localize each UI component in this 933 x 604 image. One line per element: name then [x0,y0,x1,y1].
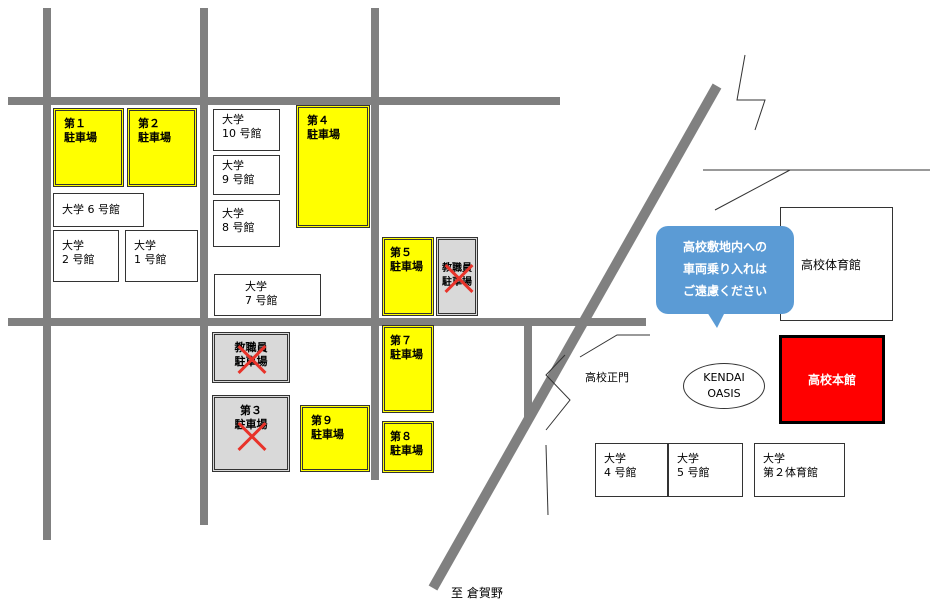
no-entry-notice-text: 高校敷地内への 車両乗り入れは ご遠慮ください [682,240,767,298]
closed-x-icon [235,420,269,454]
parking-5-label: 第５ 駐車場 [390,246,423,273]
parking-7-label: 第７ 駐車場 [390,334,423,361]
building-u5: 大学 5 号館 [668,443,743,497]
diagonal-highway [428,83,722,591]
building-u7-label: 大学 7 号館 [245,280,278,307]
building-u2: 大学 2 号館 [53,230,119,282]
building-hs-gym: 高校体育館 [780,207,893,321]
parking-3-closed: 第３ 駐車場 [212,395,290,472]
building-gym2-label: 大学 第２体育館 [763,452,818,479]
staff-parking-south: 教職員 駐車場 [212,332,290,383]
building-u6: 大学 6 号館 [53,193,144,227]
parking-4-label: 第４ 駐車場 [307,114,340,141]
campus-boundary-west [545,354,571,431]
parking-9[interactable]: 第９ 駐車場 [300,405,370,472]
no-entry-notice: 高校敷地内への 車両乗り入れは ご遠慮ください [656,226,794,314]
parking-8-label: 第８ 駐車場 [390,430,423,457]
parking-2-label: 第２ 駐車場 [138,117,171,144]
parking-9-label: 第９ 駐車場 [311,414,344,441]
building-u8: 大学 8 号館 [213,200,280,247]
building-u7: 大学 7 号館 [214,274,321,316]
parking-5[interactable]: 第５ 駐車場 [382,237,434,316]
closed-x-icon [442,262,476,296]
building-u4-label: 大学 4 号館 [604,452,637,479]
building-hs-main-label: 高校本館 [807,373,856,387]
building-hs-main: 高校本館 [779,335,885,424]
closed-x-icon [235,343,269,377]
parking-2[interactable]: 第２ 駐車場 [127,108,197,187]
parking-8[interactable]: 第８ 駐車場 [382,421,434,473]
north-arrow [736,54,766,131]
building-u10-label: 大学 10 号館 [222,113,262,140]
building-u1-label: 大学 1 号館 [134,239,167,266]
building-u2-label: 大学 2 号館 [62,239,95,266]
building-u5-label: 大学 5 号館 [677,452,710,479]
building-u9-label: 大学 9 号館 [222,159,255,186]
school-gate-label: 高校正門 [585,371,629,384]
campus-boundary-ne [714,169,791,211]
building-u1: 大学 1 号館 [125,230,198,282]
notice-pointer [707,312,725,328]
building-u4: 大学 4 号館 [595,443,668,497]
building-u9: 大学 9 号館 [213,155,280,195]
campus-boundary-north [579,334,650,358]
parking-1[interactable]: 第１ 駐車場 [53,108,124,187]
building-hs-gym-label: 高校体育館 [801,258,862,272]
parking-7[interactable]: 第７ 駐車場 [382,325,434,413]
parking-1-label: 第１ 駐車場 [64,117,97,144]
destination-label: 至 倉賀野 [451,586,503,600]
kendai-oasis-label: KENDAI OASIS [703,371,745,400]
building-u10: 大学 10 号館 [213,109,280,151]
building-u6-label: 大学 6 号館 [62,203,120,216]
building-u8-label: 大学 8 号館 [222,207,255,234]
campus-boundary-sw [545,444,549,516]
parking-4[interactable]: 第４ 駐車場 [296,105,370,228]
kendai-oasis: KENDAI OASIS [683,363,765,409]
staff-parking-north: 教職員 駐車場 [436,237,478,316]
building-gym2: 大学 第２体育館 [754,443,845,497]
